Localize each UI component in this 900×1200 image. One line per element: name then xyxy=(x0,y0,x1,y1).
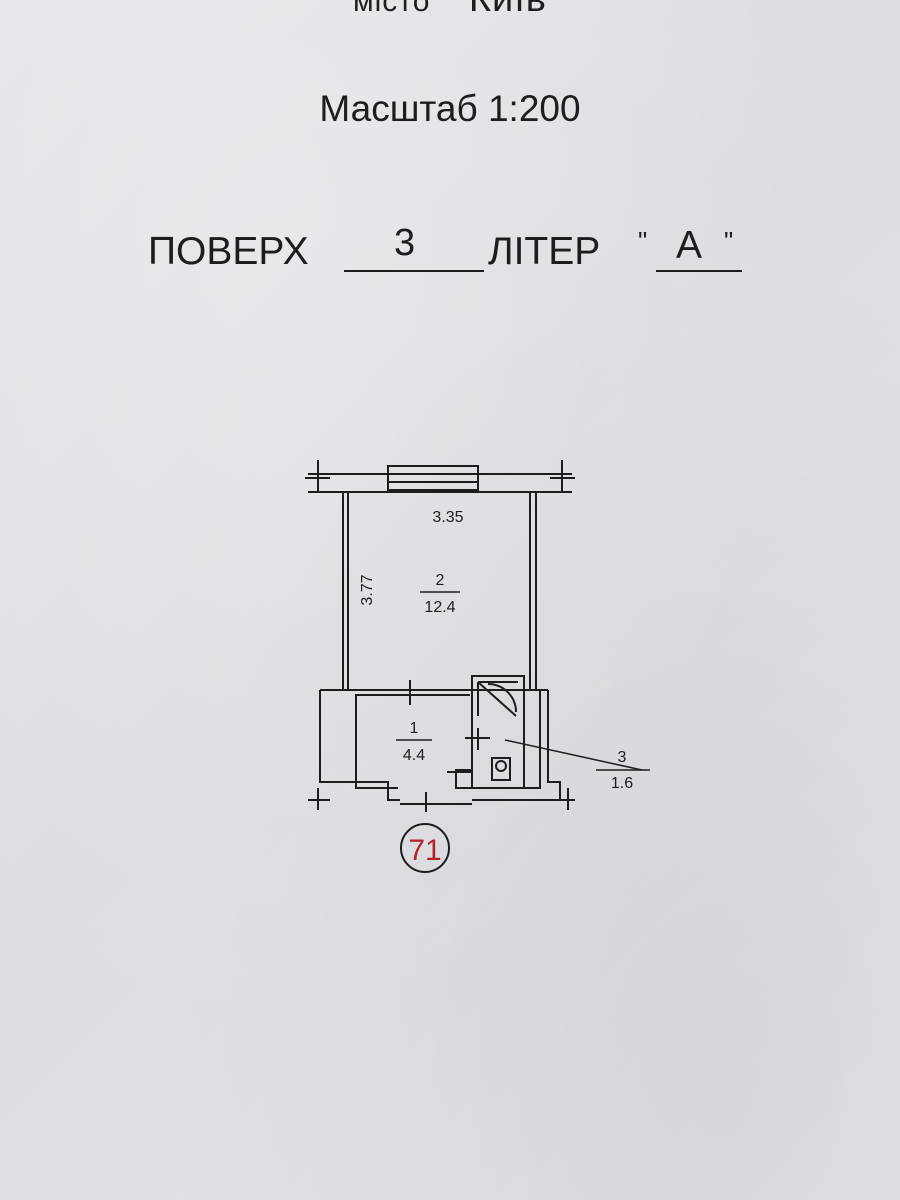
room-1-area: 4.4 xyxy=(403,747,425,764)
room-3-leader xyxy=(504,739,643,771)
top-wall xyxy=(305,460,575,493)
room-1-number: 1 xyxy=(410,720,419,737)
liter-quote-close: " xyxy=(724,226,734,256)
liter-underline xyxy=(656,270,742,272)
floor-underline xyxy=(344,270,484,272)
liter-quote-open: " xyxy=(638,226,648,256)
stamp-circle: 71 xyxy=(400,823,450,873)
partition-wall xyxy=(320,680,548,705)
liter-label: ЛІТЕР xyxy=(488,230,601,273)
floor-label: ПОВЕРХ xyxy=(148,230,309,273)
city-line: місто Київ xyxy=(0,0,900,21)
scale-text: Масштаб 1:200 xyxy=(319,88,581,129)
city-label: місто xyxy=(353,0,431,18)
liter-value: А xyxy=(676,224,703,267)
room-2-area: 12.4 xyxy=(424,599,455,616)
room-3-number: 3 xyxy=(618,749,627,766)
city-value: Київ xyxy=(469,0,547,20)
height-dimension: 3.77 xyxy=(359,574,376,605)
room-3-area: 1.6 xyxy=(611,775,633,792)
floor-value: 3 xyxy=(394,222,416,264)
floor-line: ПОВЕРХ 3 ЛІТЕР " А " xyxy=(148,222,848,282)
side-walls xyxy=(342,492,537,690)
bathroom xyxy=(447,675,525,789)
lower-walls xyxy=(308,690,575,812)
room-2-number: 2 xyxy=(436,572,445,589)
width-dimension: 3.35 xyxy=(432,509,463,526)
toilet-icon xyxy=(491,757,511,781)
stamp-number: 71 xyxy=(408,834,441,867)
window xyxy=(387,465,479,491)
